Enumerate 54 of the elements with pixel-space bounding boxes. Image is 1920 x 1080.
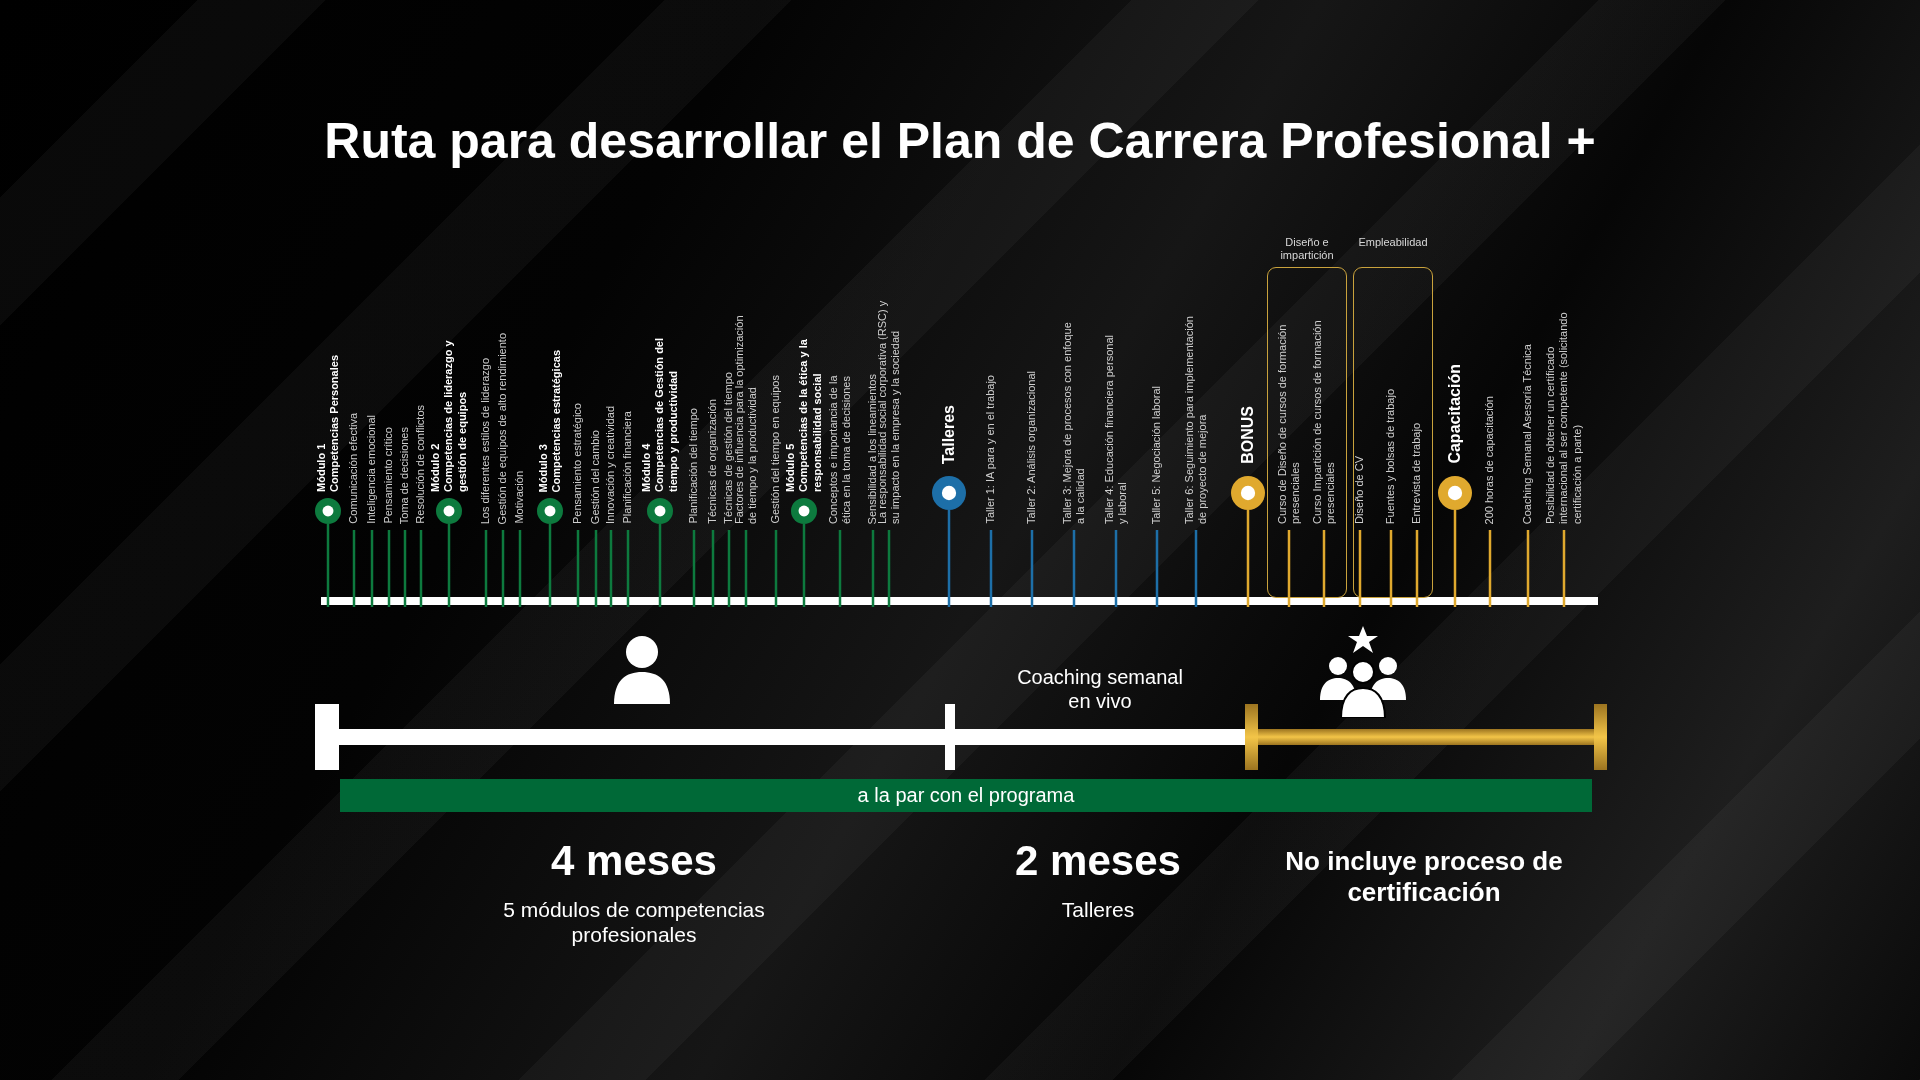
topic-label: Curso Impartición de cursos de formación presenciales (1310, 319, 1337, 524)
topic-label: Taller 6: Seguimiento para implementación de proyecto de mejora (1182, 315, 1209, 524)
module-number: Módulo 5 (784, 442, 798, 492)
module-title: Competencias de la ética y la responsabilidad social (797, 338, 824, 492)
diagram-title: Ruta para desarrollar el Plan de Carrera Profesional + (323, 112, 1597, 170)
topic-label: Taller 1: IA para y en el trabajo (984, 375, 998, 524)
caption-text: Coaching semanal en vivo (1016, 665, 1184, 713)
module-number: Módulo 2 (429, 442, 443, 492)
topic-label: Coaching Semanal Asesoría Técnica (1521, 343, 1535, 524)
topic-label: Posibilidad de obtener un certificado internacional al ser competente (solicitando certificación a parte) (1544, 311, 1584, 524)
topic-label: Resolución de conflictos (414, 405, 428, 524)
topic-label: Conceptos e importancia de la ética en la toma de decisiones (826, 374, 853, 524)
topic-label: Técnicas de gestión del tiempo (722, 372, 735, 524)
group-heading: Diseño e impartición (1279, 236, 1335, 263)
section-heading: BONUS (1238, 406, 1258, 464)
caption-text: Talleres (1061, 897, 1135, 923)
module-title: Competencias de liderazgo y gestión de equipos (442, 339, 469, 492)
topic-label: Taller 4: Educación financiera personal y laboral (1102, 334, 1129, 524)
topic-label: Entrevista de trabajo (1410, 423, 1424, 524)
topic-label: Innovación y creatividad (604, 406, 618, 524)
module-number: Módulo 1 (314, 442, 328, 492)
topic-label: Fuentes y bolsas de trabajo (1384, 388, 1398, 524)
topic-label: Taller 3: Mejora de procesos con enfoque a la calidad (1060, 321, 1087, 524)
topic-label: Inteligencia emocional (365, 415, 379, 524)
topic-label: 200 horas de capacitación (1483, 395, 1497, 524)
caption-text: 2 meses (1015, 836, 1181, 886)
topic-label: Gestión del tiempo en equipos (769, 375, 783, 524)
topic-label: Taller 5: Negociación laboral (1150, 385, 1164, 524)
section-heading: Talleres (939, 404, 959, 464)
module-title: Competencias de Gestión del tiempo y productividad (653, 336, 680, 492)
caption-text: 4 meses (551, 836, 717, 886)
module-title: Competencias Personales (328, 355, 341, 492)
topic-label: Toma de decisiones (398, 426, 412, 524)
topic-label: Comunicación efectiva (347, 413, 361, 524)
topic-label: Motivación (513, 471, 527, 524)
topic-label: Técnicas de organización (706, 399, 720, 524)
topic-label: Diseño de CV (1353, 456, 1367, 524)
topic-label: Gestión de equipos de alto rendimiento (496, 332, 510, 524)
topic-label: Los diferentes estilos de liderazgo (479, 357, 493, 524)
module-title: Competencias estratégicas (550, 349, 563, 492)
topic-label: Pensamiento crítico (382, 427, 396, 524)
section-heading: Capacitación (1445, 364, 1465, 464)
module-number: Módulo 4 (640, 442, 654, 492)
caption-text: No incluye proceso de certificación (1284, 846, 1564, 909)
topic-label: Pensamiento estratégico (571, 402, 585, 524)
topic-label: Curso de Diseño de cursos de formación presenciales (1275, 323, 1302, 524)
topic-label: Taller 2: Análisis organizacional (1025, 371, 1039, 524)
group-heading: Empleabilidad (1357, 236, 1429, 250)
program-band: a la par con el programa (340, 779, 1592, 812)
topic-label: Planificación financiera (621, 411, 635, 524)
caption-text: 5 módulos de competencias profesionales (502, 897, 766, 948)
module-number: Módulo 3 (536, 442, 550, 492)
topic-label: Planificación del tiempo (687, 408, 701, 524)
topic-label: Gestión del cambio (589, 429, 603, 524)
